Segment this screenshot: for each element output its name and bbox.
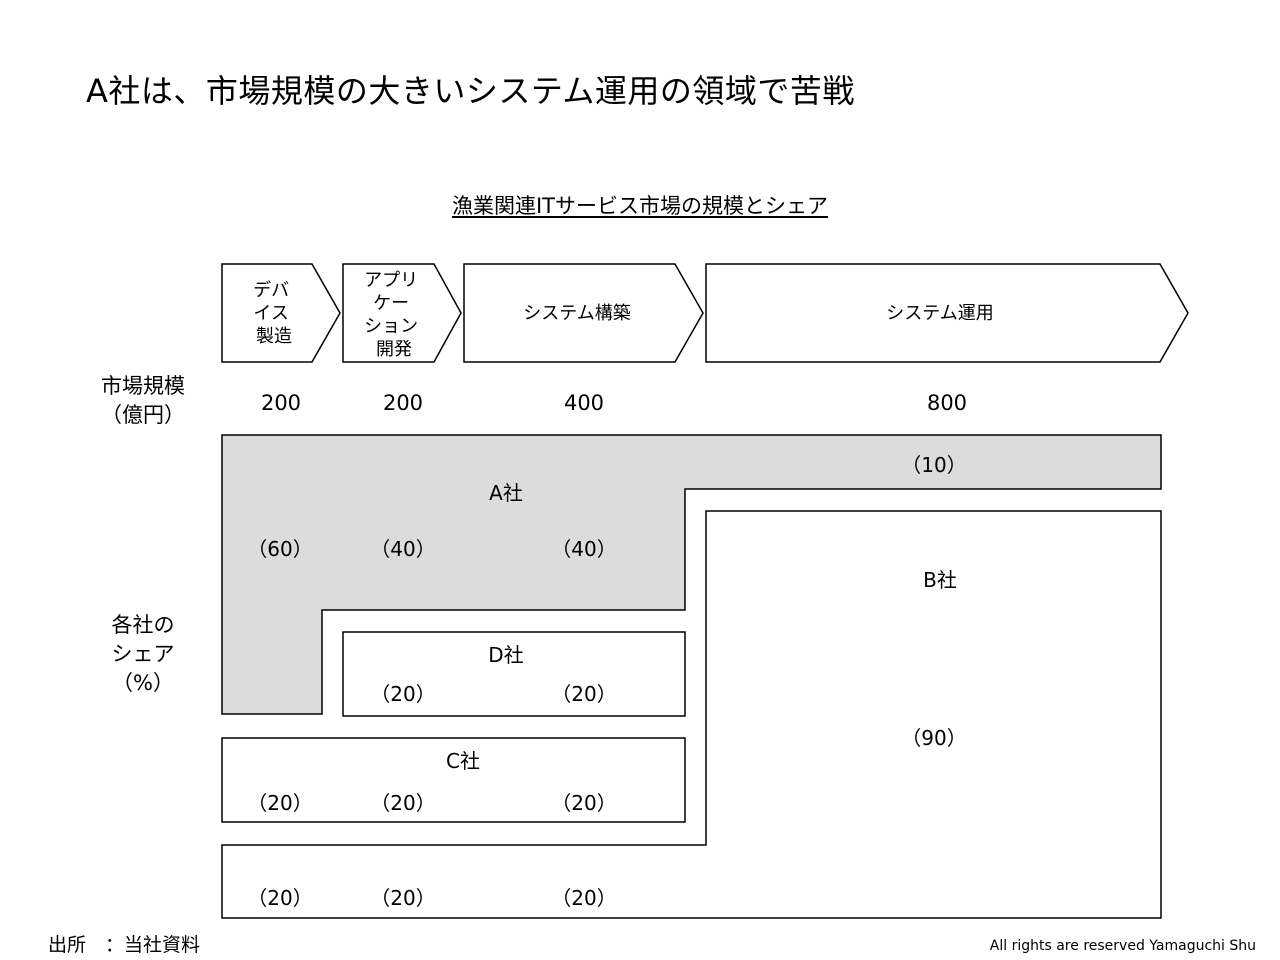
company-d-region (342, 631, 686, 717)
market-size-app: 200 (383, 391, 423, 415)
diagram-subtitle: 漁業関連ITサービス市場の規模とシェア (451, 194, 829, 218)
share-other-app: （20） (370, 886, 435, 910)
market-size-label-line: （億円） (101, 403, 185, 427)
market-size-ops: 800 (927, 391, 967, 415)
segment-label-app: アプリ ケー ション 開発 (364, 270, 424, 360)
market-size-build: 400 (564, 391, 604, 415)
share-a-app: （40） (370, 537, 435, 561)
share-other-device: （20） (247, 886, 312, 910)
company-a-region (221, 434, 1162, 715)
share-label: 各社の シェア （%） (88, 611, 198, 698)
segment-arrow-ops (705, 263, 1189, 363)
segment-label-build: システム構築 (523, 303, 630, 324)
segment-label-device: デバ イス 製造 (253, 280, 295, 347)
share-label-line: （%） (112, 671, 174, 695)
segment-arrow-app (342, 263, 462, 363)
share-b-ops: （90） (901, 726, 966, 750)
segment-arrow-device (221, 263, 341, 363)
company-d-name: D社 (488, 643, 523, 667)
market-size-label: 市場規模 （億円） (88, 372, 198, 430)
company-c-name: C社 (446, 749, 480, 773)
segment-label-ops: システム運用 (886, 303, 993, 324)
source-note: 出所 ：当社資料 (48, 934, 201, 956)
share-d-build: （20） (551, 682, 616, 706)
market-size-label-line: 市場規模 (101, 374, 185, 398)
company-a-name: A社 (489, 481, 523, 505)
copyright-note: All rights are reserved Yamaguchi Shu (989, 938, 1256, 954)
share-label-line: シェア (111, 642, 175, 666)
share-a-device: （60） (247, 537, 312, 561)
share-d-app: （20） (370, 682, 435, 706)
segment-arrow-build (463, 263, 704, 363)
company-b-name: B社 (923, 568, 957, 592)
share-a-ops: （10） (901, 453, 966, 477)
share-label-line: 各社の (111, 613, 175, 637)
share-a-build: （40） (551, 537, 616, 561)
page-title: A社は、市場規模の大きいシステム運用の領域で苦戦 (86, 72, 855, 110)
share-c-device: （20） (247, 791, 312, 815)
share-other-build: （20） (551, 886, 616, 910)
share-c-build: （20） (551, 791, 616, 815)
company-b-region (221, 510, 1162, 919)
market-size-device: 200 (261, 391, 301, 415)
company-c-region (221, 737, 686, 823)
share-c-app: （20） (370, 791, 435, 815)
